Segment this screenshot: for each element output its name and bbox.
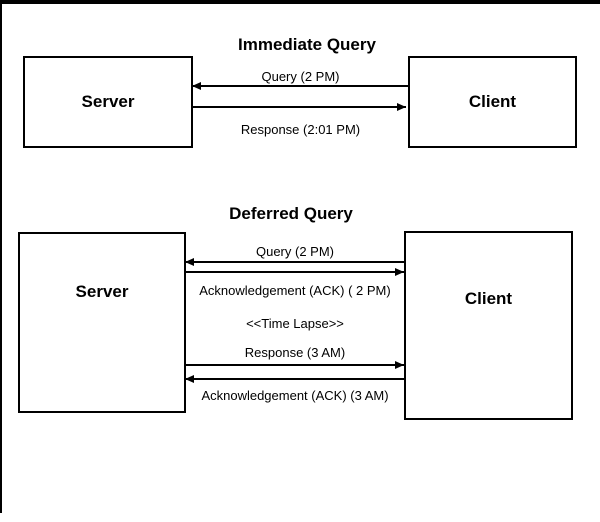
right-arrowhead-icon — [395, 361, 404, 369]
right-arrowhead-icon — [397, 103, 406, 111]
server-label: Server — [75, 282, 129, 301]
client-label: Client — [464, 289, 513, 308]
deferred-query-title: Deferred Query — [229, 204, 353, 223]
response-message-label: Response (2:01 PM) — [240, 122, 361, 137]
response-message-label: Response (3 AM) — [244, 345, 346, 360]
ack-message-label: Acknowledgement (ACK) ( 2 PM) — [199, 283, 391, 298]
server-box: Server — [18, 232, 186, 413]
window-left-border — [0, 0, 2, 513]
immediate-query-title: Immediate Query — [238, 35, 376, 54]
ack-message-label: Acknowledgement (ACK) (3 AM) — [201, 388, 389, 403]
left-arrowhead-icon — [185, 375, 194, 383]
ack-arrow-line — [185, 378, 404, 380]
left-arrowhead-icon — [192, 82, 201, 90]
query-message-label: Query (2 PM) — [261, 69, 340, 84]
query-message-label: Query (2 PM) — [255, 244, 334, 259]
client-box: Client — [404, 231, 573, 420]
server-label: Server — [81, 92, 135, 111]
ack-arrow-line — [186, 271, 404, 273]
query-arrow-line — [185, 261, 404, 263]
right-arrowhead-icon — [395, 268, 404, 276]
server-box: Server — [23, 56, 193, 148]
window-top-border — [0, 0, 600, 4]
response-arrow-line — [186, 364, 404, 366]
client-label: Client — [468, 92, 517, 111]
time-lapse-label: <<Time Lapse>> — [246, 316, 344, 331]
query-arrow-line — [192, 85, 408, 87]
client-box: Client — [408, 56, 577, 148]
response-arrow-line — [193, 106, 406, 108]
left-arrowhead-icon — [185, 258, 194, 266]
